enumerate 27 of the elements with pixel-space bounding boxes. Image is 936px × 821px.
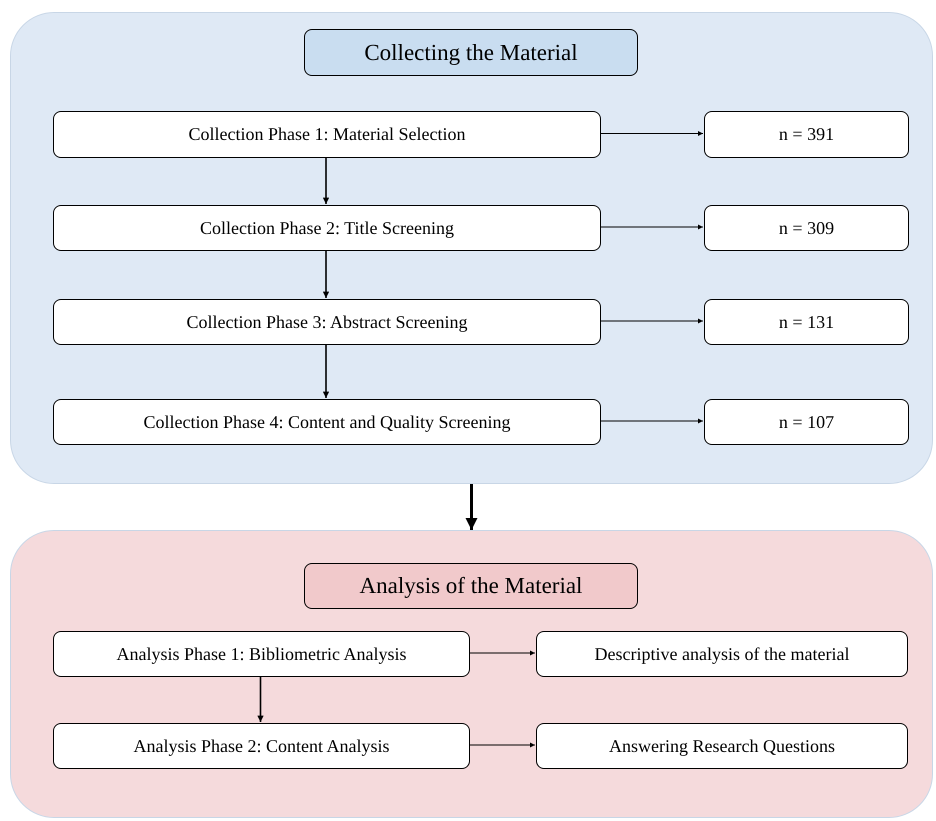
result-box: Answering Research Questions [536,723,908,769]
section-panel [10,12,933,484]
process-box: Analysis Phase 1: Bibliometric Analysis [53,631,470,677]
result-box: Descriptive analysis of the material [536,631,908,677]
arrow [322,157,330,204]
arrow [600,418,704,424]
arrow [600,224,704,230]
process-box: Collection Phase 1: Material Selection [53,111,601,158]
process-box: Collection Phase 2: Title Screening [53,205,601,251]
arrow [322,344,330,398]
count-box: n = 107 [704,399,909,445]
count-box: n = 131 [704,299,909,345]
count-box: n = 309 [704,205,909,251]
section-panel [10,530,933,818]
process-box: Collection Phase 3: Abstract Screening [53,299,601,345]
process-box: Collection Phase 4: Content and Quality Screening [53,399,601,445]
arrow [600,318,704,324]
section-heading: Collecting the Material [304,29,638,76]
section-heading: Analysis of the Material [304,563,638,609]
arrow [468,742,536,748]
count-box: n = 391 [704,111,909,158]
process-box: Analysis Phase 2: Content Analysis [53,723,470,769]
arrow [468,650,536,656]
arrow [466,484,478,530]
arrow [600,131,704,136]
arrow [257,676,264,722]
arrow [322,250,330,298]
